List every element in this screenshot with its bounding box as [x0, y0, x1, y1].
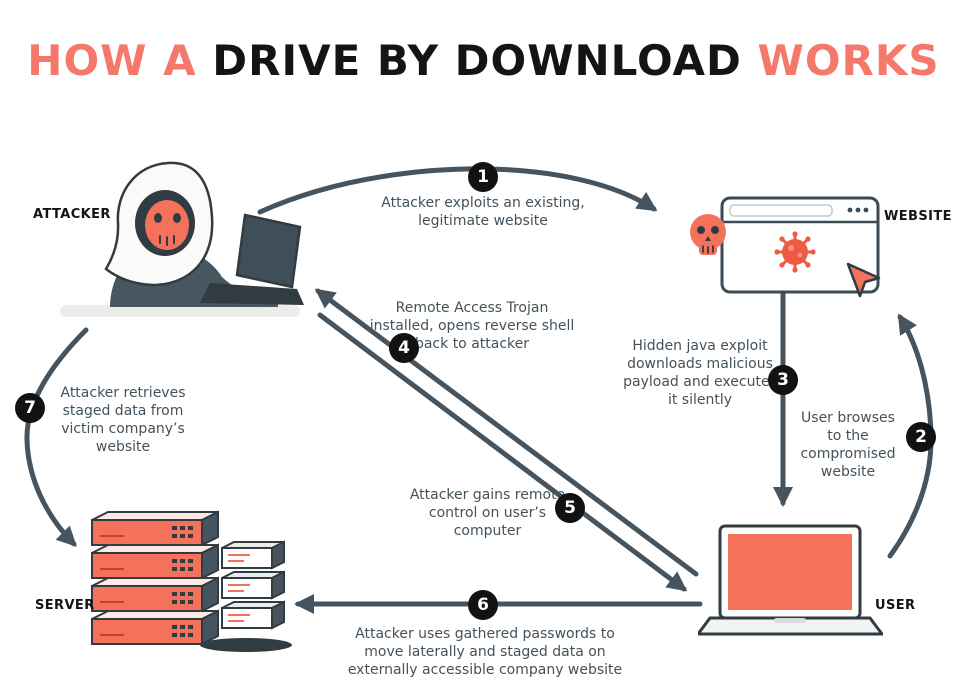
- laptop-screen: [728, 534, 852, 610]
- virus-icon: [774, 231, 816, 273]
- skull-icon: [690, 214, 726, 255]
- server-label: SERVER: [35, 598, 95, 613]
- step-1-text: Attacker exploits an existing, legitimat…: [381, 195, 585, 229]
- attacker-eye-left: [154, 213, 162, 223]
- arrow-step-5: [317, 312, 688, 592]
- page-title: HOW A DRIVE BY DOWNLOAD WORKS: [0, 36, 967, 85]
- step-6-text: Attacker uses gathered passwords to move…: [347, 626, 623, 678]
- user-label: USER: [875, 598, 916, 613]
- title-part-2: DRIVE BY DOWNLOAD: [212, 36, 742, 85]
- server-illustration: [91, 510, 292, 652]
- attacker-mouth: [159, 235, 175, 246]
- step-1-badge: 1: [468, 162, 498, 192]
- website-illustration: [690, 196, 881, 298]
- attacker-laptop-base: [200, 283, 304, 305]
- desk: [60, 305, 300, 317]
- attacker-face: [145, 200, 189, 250]
- title-part-1: HOW A: [27, 36, 213, 85]
- server-rack-small: [221, 540, 285, 630]
- step-7-text: Attacker retrieves staged data from vict…: [60, 385, 186, 455]
- server-rack-main: [91, 510, 219, 646]
- laptop-base: [698, 616, 883, 636]
- step-5-badge: 5: [555, 493, 585, 523]
- arrow-step-4: [314, 288, 699, 577]
- step-3-badge: 3: [768, 365, 798, 395]
- attacker-label: ATTACKER: [33, 207, 111, 222]
- step-4-text: Remote Access Trojan installed, opens re…: [369, 300, 575, 352]
- step-7-badge: 7: [15, 393, 45, 423]
- address-bar: [729, 204, 833, 217]
- step-2-text: User browses to the compromised website: [800, 410, 896, 480]
- arrow-step-7: [24, 327, 89, 547]
- user-laptop-illustration: [698, 524, 883, 636]
- website-label: WEBSITE: [884, 209, 952, 224]
- browser-menu-dots-icon: [847, 207, 869, 213]
- attacker-illustration: [60, 161, 304, 317]
- step-6-badge: 6: [468, 590, 498, 620]
- step-5-text: Attacker gains remote control on user’s …: [409, 487, 566, 539]
- step-2-badge: 2: [906, 422, 936, 452]
- cursor-icon: [846, 262, 881, 298]
- step-3-text: Hidden java exploit downloads malicious …: [623, 338, 777, 408]
- attacker-eye-right: [173, 213, 181, 223]
- step-4-badge: 4: [389, 333, 419, 363]
- laptop-notch: [774, 618, 806, 623]
- title-part-3: WORKS: [741, 36, 940, 85]
- server-shadow: [200, 638, 292, 652]
- attacker-laptop-screen: [235, 213, 302, 289]
